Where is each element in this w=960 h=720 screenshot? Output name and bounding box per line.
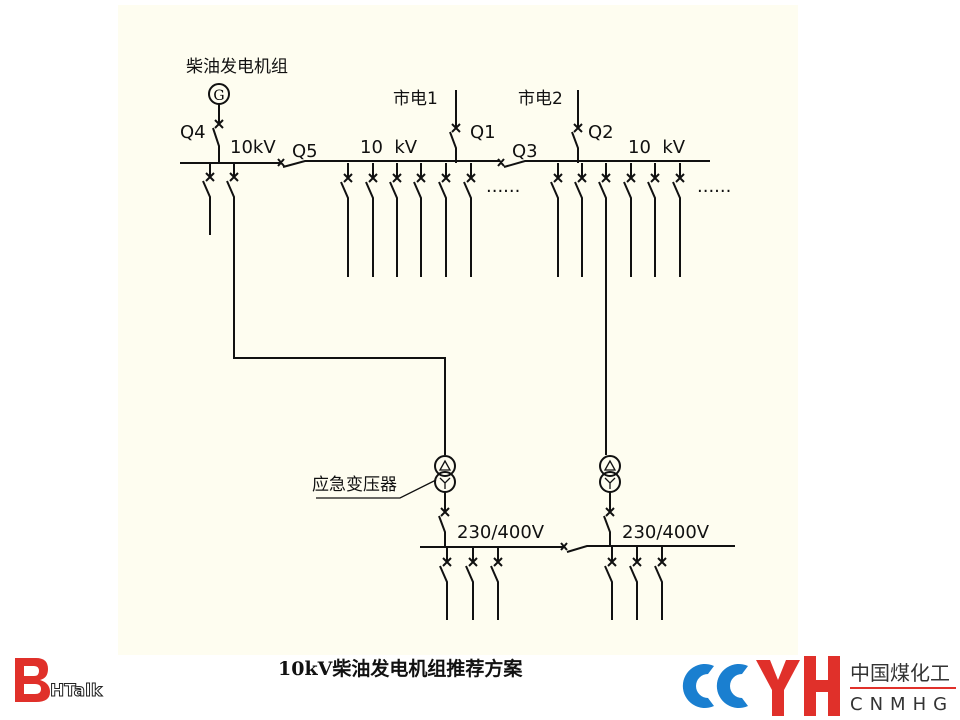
feeder-breaker: [413, 163, 426, 277]
transformer-icon: [434, 455, 456, 477]
q1-label: Q1: [470, 122, 496, 143]
feeder-breaker: [629, 547, 642, 620]
lv-right-voltage: 230/400V: [622, 522, 710, 543]
winding-symbols: [438, 459, 617, 489]
logo-left-text: HTalk: [50, 681, 103, 701]
feeder-breaker: [226, 163, 239, 235]
caption: 10kV柴油发电机组推荐方案: [278, 658, 523, 680]
feeder-breaker: [574, 163, 587, 277]
more-feeders-2: ......: [697, 176, 731, 197]
q2-breaker: [571, 90, 583, 163]
logo-cn-text: 中国煤化工: [850, 661, 950, 685]
feeder-breaker: [389, 163, 402, 277]
lv-incomer-breakers: [438, 492, 615, 547]
q5-label: Q5: [292, 141, 318, 162]
feeder-breaker: [438, 163, 451, 277]
generator-symbol: G: [213, 88, 224, 104]
transformer-leader: [316, 479, 437, 499]
generator-cable: [233, 235, 446, 455]
feeder-breaker: [604, 547, 617, 620]
more-feeders-1: ......: [486, 176, 520, 197]
feeder-breaker: [623, 163, 636, 277]
feeder-breaker: [439, 547, 452, 620]
cnmhg-logo: 中国煤化工 CNMHG: [682, 656, 956, 716]
bus1-voltage: 10kV: [230, 137, 276, 158]
hv-feeders: [202, 163, 685, 277]
feeder-breaker: [490, 547, 503, 620]
q1-breaker: [449, 90, 461, 163]
feeder-breaker: [647, 163, 660, 277]
bus2-voltage: 10 kV: [360, 137, 418, 158]
q4-label: Q4: [180, 122, 206, 143]
bus3-voltage: 10 kV: [628, 137, 686, 158]
feeder-breaker: [463, 163, 476, 277]
utility2-label: 市电2: [518, 89, 563, 109]
feeder-breaker: [672, 163, 685, 277]
utility1-label: 市电1: [393, 89, 438, 109]
feeder-breaker: [365, 163, 378, 277]
lv-bus: [420, 542, 735, 553]
bhtalk-logo: HTalk: [15, 658, 103, 702]
feeder-breaker: [550, 163, 563, 277]
q4-breaker: [212, 104, 224, 163]
feeder-breaker: [340, 163, 353, 277]
q2-label: Q2: [588, 122, 614, 143]
transformer-icon: [599, 455, 621, 477]
q3-label: Q3: [512, 141, 538, 162]
logo-en-text: CNMHG: [850, 694, 954, 715]
feeder-breaker: [654, 547, 667, 620]
feeder-breaker: [465, 547, 478, 620]
lv-feeders: [439, 547, 667, 620]
feeder-breaker: [598, 163, 611, 277]
generator-label: 柴油发电机组: [186, 57, 288, 77]
feeder-breaker: [202, 163, 215, 235]
hv-bus: [180, 158, 710, 168]
transformer-label: 应急变压器: [312, 475, 397, 495]
lv-left-voltage: 230/400V: [457, 522, 545, 543]
